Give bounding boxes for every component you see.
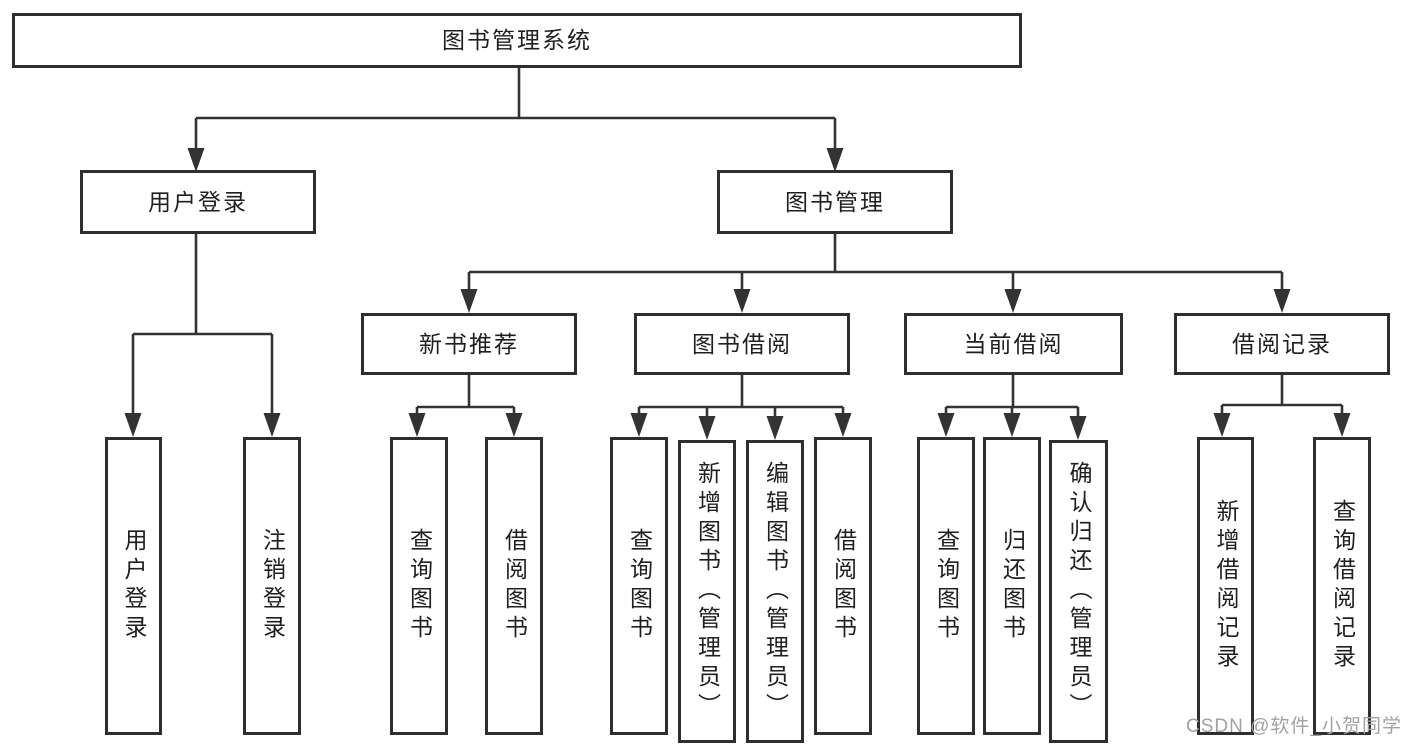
node-current-borrow: 当前借阅 [904,313,1123,375]
leaf-user-login: 用户登录 [105,437,162,735]
watermark: CSDN @软件_小贺同学 [1186,716,1402,737]
node-new-book-recommend: 新书推荐 [361,313,577,375]
leaf-query-borrow-record: 查询借阅记录 [1313,437,1371,735]
leaf-label: 编辑图书（管理员） [762,461,789,722]
leaf-label: 新增借阅记录 [1213,499,1239,673]
leaf-label: 归还图书 [999,528,1026,644]
leaf-edit-book-admin: 编辑图书（管理员） [746,440,804,743]
leaf-label: 查询图书 [406,528,433,644]
leaf-label: 新增图书（管理员） [694,461,721,722]
leaf-add-book-admin: 新增图书（管理员） [678,440,736,743]
leaf-borrow-book-1: 借阅图书 [485,437,543,735]
leaf-label: 查询图书 [626,528,653,644]
leaf-label: 借阅图书 [830,528,857,644]
leaf-borrow-book-2: 借阅图书 [814,437,872,735]
leaf-add-borrow-record: 新增借阅记录 [1197,437,1254,735]
leaf-label: 注销登录 [259,528,286,644]
node-user-login-branch: 用户登录 [80,170,316,234]
leaf-return-book: 归还图书 [983,437,1041,735]
leaf-query-book-1: 查询图书 [390,437,448,735]
leaf-logout: 注销登录 [243,437,301,735]
leaf-query-book-2: 查询图书 [610,437,668,735]
node-root: 图书管理系统 [12,13,1022,68]
leaf-query-book-3: 查询图书 [917,437,975,735]
leaf-label: 借阅图书 [501,528,528,644]
leaf-label: 查询借阅记录 [1329,499,1356,673]
leaf-label: 确认归还（管理员） [1066,461,1092,722]
node-book-management-branch: 图书管理 [717,170,953,234]
node-borrow-record: 借阅记录 [1174,313,1390,375]
leaf-label: 查询图书 [933,528,960,644]
node-book-borrow: 图书借阅 [634,313,850,375]
leaf-label: 用户登录 [121,528,147,644]
leaf-confirm-return-admin: 确认归还（管理员） [1049,440,1108,743]
